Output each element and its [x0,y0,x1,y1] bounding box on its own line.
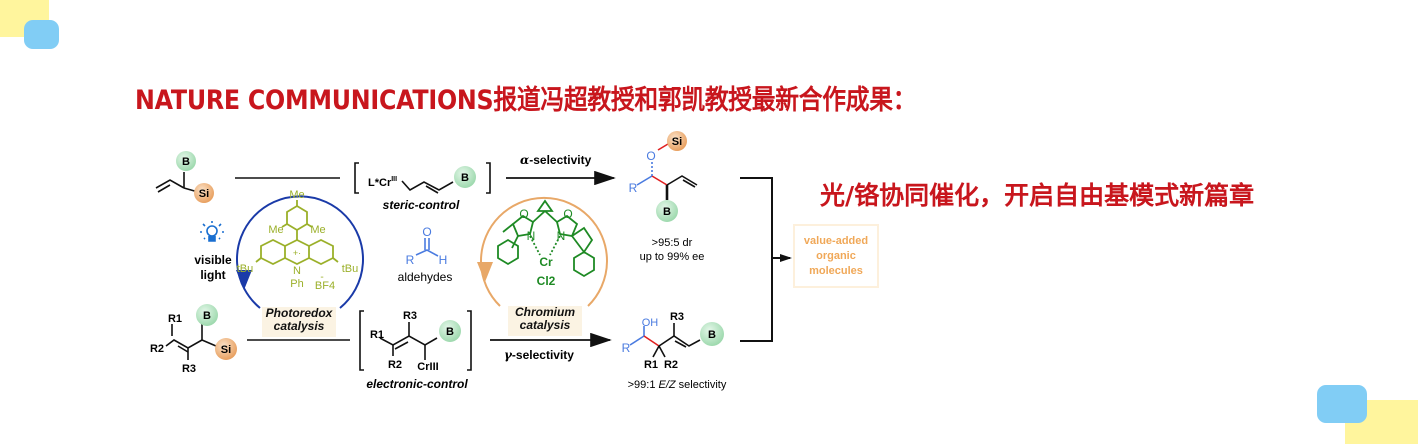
bracket-left [359,310,364,371]
silicon-sphere [667,131,687,151]
decor-blue-rounded-square-top-left [24,20,59,49]
boron-sphere [176,151,196,171]
alpha-selectivity-label: α-selectivity [520,153,592,167]
bracket-right [467,310,472,371]
boron-label: B [663,206,671,218]
bottom-substrate [165,324,217,360]
photoredox-cycle-arc [236,195,364,309]
aldehyde-h-label: H [439,253,448,267]
decor-blue-rounded-square-bottom-right [1317,385,1367,423]
r3-label: R3 [182,363,196,375]
chromium-label: Cr [539,255,553,269]
methyl-label: Me [289,189,304,201]
chromium-label-line2: catalysis [519,318,571,332]
bracket-left [354,162,359,194]
chromium-label-line1: Chromium [515,305,575,319]
hydroxyl-label: OH [642,317,659,329]
oxazoline-nitrogen-label: N [557,229,566,243]
radical-cation-label: +· [293,248,301,258]
boron-label: B [182,156,190,168]
enantioselectivity-text: up to 99% ee [640,251,705,263]
r1-label: R1 [168,313,182,325]
methyl-label: Me [268,224,283,236]
boron-label: B [203,310,211,322]
silicon-label: Si [672,136,682,148]
aldehyde-r-label: R [406,253,415,267]
chromium-iii-label: CrIII [417,361,438,373]
subheadline: 光/铬协同催化，开启自由基模式新篇章 [820,181,1255,210]
r3-label: R3 [403,310,417,322]
chromium-cycle-arc [480,196,608,307]
silicon-label: Si [221,344,231,356]
visible-light-line1: visible [194,253,232,267]
boron-label: B [708,329,716,341]
allyl-chain [401,180,454,194]
methyl-label: Me [310,224,325,236]
convergence-arrowhead [780,254,792,262]
electronic-control-caption: electronic-control [366,377,468,391]
r2-label: R2 [664,359,678,371]
boron-sphere [439,320,461,342]
diastereoselectivity-text: >95:5 dr [652,237,693,249]
top-product [636,143,698,200]
headline: NATURE COMMUNICATIONS报道冯超教授和郭凯教授最新合作成果： [135,85,917,116]
bracket-right [486,162,491,194]
gamma-selectivity-label: γ-selectivity [504,348,574,362]
lightbulb-icon [200,221,224,242]
bottom-intermediate [379,322,438,360]
phenyl-label: Ph [290,278,303,290]
anion-charge-label: - [320,272,323,283]
ez-selectivity-text: >99:1 E/Z selectivity [628,379,727,391]
boron-label: B [446,326,454,338]
bottom-product [629,323,701,358]
value-added-molecules-box: value-added organic molecules [793,224,879,288]
visible-light-line2: light [200,268,225,282]
chromium-ligand-label: L*CrIII [368,176,397,189]
oxygen-label: O [646,149,655,163]
r3-label: R3 [670,311,684,323]
r1-label: R1 [644,359,658,371]
r-group-label: R [629,181,638,195]
r2-label: R2 [150,343,164,355]
aldehyde-oxygen-label: O [422,225,431,239]
boron-sphere [196,304,218,326]
boron-sphere [656,200,678,222]
r2-label: R2 [388,359,402,371]
top-substrate [155,172,199,193]
photoredox-catalysis-box: Photoredox catalysis [262,307,336,337]
acridinium-photocatalyst [255,200,339,266]
boron-sphere [700,322,724,346]
tetrafluoroborate-label: BF4 [315,280,335,292]
chromium-catalysis-box: Chromium catalysis [508,306,582,336]
silicon-label: Si [199,188,209,200]
silicon-sphere [194,183,214,203]
chiral-box-ligand-chromium [497,199,595,278]
tert-butyl-label: tBu [342,263,359,275]
r1-label: R1 [370,329,384,341]
silicon-sphere [215,338,237,360]
oxazoline-nitrogen-label: N [527,229,536,243]
nitrogen-label: N [293,265,301,277]
tert-butyl-label: tBu [237,263,254,275]
boron-label: B [461,172,469,184]
value-added-molecules-label: value-added organic molecules [803,234,869,277]
aldehyde-structure [415,238,439,257]
aldehydes-caption: aldehydes [398,270,453,284]
photoredox-label-line2: catalysis [273,319,325,333]
r-group-label: R [622,341,631,355]
boron-sphere [454,166,476,188]
oxazoline-oxygen-label: O [519,207,528,221]
dichloride-label: Cl2 [537,274,556,288]
photoredox-label-line1: Photoredox [265,306,333,320]
steric-control-caption: steric-control [383,198,460,212]
oxazoline-oxygen-label: O [563,207,572,221]
